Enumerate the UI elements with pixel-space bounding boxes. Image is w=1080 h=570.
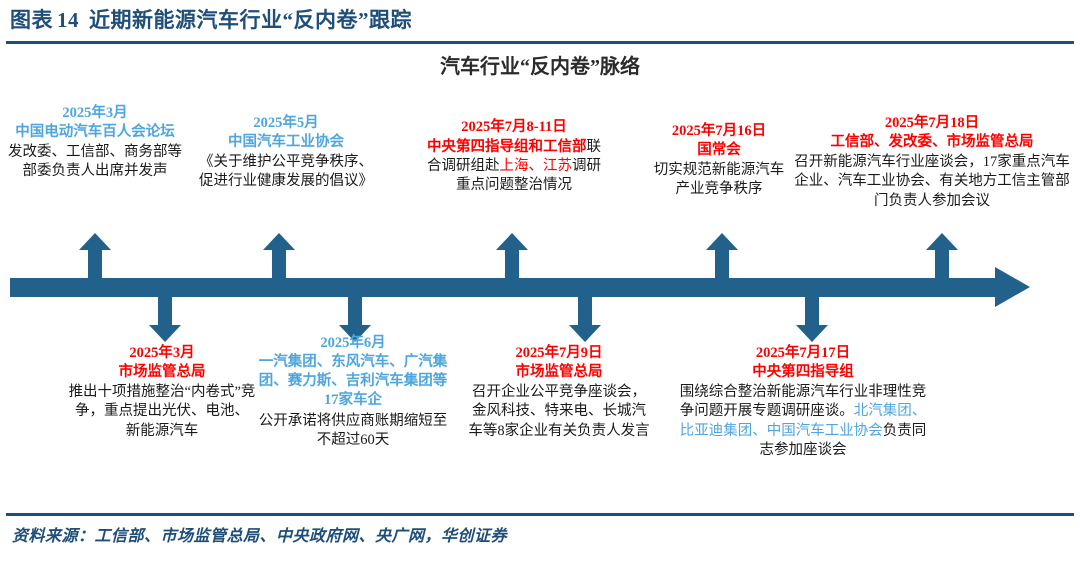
- event-date: 2025年3月: [62, 105, 128, 121]
- timeline-event-below-3: 2025年7月9日 市场监管总局 召开企业公平竞争座谈会，金风科技、特来电、长城…: [468, 344, 650, 441]
- timeline-axis: [0, 233, 1080, 342]
- event-body: 发改委、工信部、商务部等部委负责人出席并发声: [8, 144, 182, 180]
- timeline-event-above-5: 2025年7月18日 工信部、发改委、市场监管总局 召开新能源汽车行业座谈会，1…: [788, 114, 1076, 211]
- header-divider: [6, 41, 1074, 44]
- timeline-marker-up-4: [706, 233, 738, 278]
- timeline-event-below-4: 2025年7月17日 中央第四指导组 围绕综合整治新能源汽车行业非理性竞争问题开…: [678, 344, 928, 460]
- timeline-arrow-head-icon: [995, 267, 1030, 307]
- timeline-marker-down-4: [796, 297, 828, 342]
- event-date: 2025年7月16日: [671, 123, 767, 139]
- source-note: 资料来源：工信部、市场监管总局、中央政府网、央广网，华创证券: [12, 528, 508, 545]
- timeline-event-above-2: 2025年5月 中国汽车工业协会 《关于维护公平竞争秩序、促进行业健康发展的倡议…: [196, 114, 376, 192]
- event-body: 召开企业公平竞争座谈会，金风科技、特来电、长城汽车等8家企业有关负责人发言: [468, 384, 650, 439]
- event-body-part1: 围绕综合整治新能源汽车行业非理性竞争问题开展专题调研座谈。: [679, 384, 927, 420]
- event-actor: 中国汽车工业协会: [228, 134, 344, 151]
- event-body: 公开承诺将供应商账期缩短至不超过60天: [258, 412, 448, 448]
- timeline-event-below-2: 2025年6月 一汽集团、东风汽车、广汽集团、赛力斯、吉利汽车集团等17家车企 …: [258, 334, 448, 450]
- event-actor: 中央第四指导组: [752, 364, 854, 381]
- timeline-marker-down-3: [569, 297, 601, 342]
- event-actor: 一汽集团、东风汽车、广汽集团、赛力斯、吉利汽车集团等17家车企: [258, 354, 448, 409]
- event-actor: 工信部、发改委、市场监管总局: [830, 134, 1034, 151]
- event-body: 切实规范新能源汽车产业竞争秩序: [653, 162, 785, 198]
- event-date: 2025年7月17日: [755, 345, 851, 361]
- event-body: 围绕综合整治新能源汽车行业非理性竞争问题开展专题调研座谈。北汽集团、比亚迪集团、…: [678, 383, 928, 460]
- event-body-part1: 联合调研组赴: [427, 139, 601, 175]
- exhibit-label: 图表: [10, 8, 53, 32]
- event-actor: 市场监管总局: [515, 364, 603, 381]
- event-date: 2025年7月18日: [884, 115, 980, 131]
- event-body-part2: 负责同志参加座谈会: [759, 422, 927, 458]
- event-body-highlight: 北汽集团、比亚迪集团、中国汽车工业协会: [679, 403, 927, 439]
- event-date: 2025年3月: [129, 345, 195, 361]
- timeline-marker-down-1: [149, 297, 181, 342]
- event-date: 2025年7月9日: [515, 345, 603, 361]
- event-body: 推出十项措施整治“内卷式”竞争，重点提出光伏、电池、新能源汽车: [68, 384, 256, 439]
- event-body-part2: 调研重点问题整治情况: [456, 158, 601, 194]
- event-date: 2025年5月: [253, 115, 319, 131]
- timeline-bar: [10, 278, 1000, 297]
- timeline-event-below-1: 2025年3月 市场监管总局 推出十项措施整治“内卷式”竞争，重点提出光伏、电池…: [68, 344, 256, 441]
- event-body-highlight: 上海、江苏: [499, 158, 573, 175]
- timeline-marker-up-3: [496, 233, 528, 278]
- event-date: 2025年6月: [320, 335, 386, 351]
- event-body: 召开新能源汽车行业座谈会，17家重点汽车企业、汽车工业协会、有关地方工信主管部门…: [794, 154, 1070, 209]
- timeline-marker-down-2: [339, 297, 371, 342]
- timeline-event-above-1: 2025年3月 中国电动汽车百人会论坛 发改委、工信部、商务部等部委负责人出席并…: [6, 104, 184, 182]
- timeline-marker-up-2: [263, 233, 295, 278]
- event-body: 中央第四指导组和工信部联合调研组赴上海、江苏调研重点问题整治情况: [424, 138, 604, 195]
- timeline-marker-up-5: [926, 233, 958, 278]
- event-actor: 中国电动汽车百人会论坛: [15, 124, 175, 141]
- event-date: 2025年7月8-11日: [461, 119, 567, 135]
- event-actor: 市场监管总局: [118, 364, 206, 381]
- chart-subtitle: 汽车行业“反内卷”脉络: [440, 56, 640, 78]
- exhibit-title-text: 近期新能源汽车行业“反内卷”跟踪: [89, 8, 412, 32]
- footer-divider: [6, 513, 1074, 516]
- event-actor: 中央第四指导组和工信部: [427, 139, 587, 156]
- timeline-event-above-3: 2025年7月8-11日 中央第四指导组和工信部联合调研组赴上海、江苏调研重点问…: [424, 118, 604, 196]
- event-actor: 国常会: [697, 142, 741, 159]
- timeline-marker-up-1: [79, 233, 111, 278]
- exhibit-number: 14: [57, 8, 79, 32]
- event-body: 《关于维护公平竞争秩序、促进行业健康发展的倡议》: [199, 154, 373, 190]
- timeline-event-above-4: 2025年7月16日 国常会 切实规范新能源汽车产业竞争秩序: [648, 122, 790, 200]
